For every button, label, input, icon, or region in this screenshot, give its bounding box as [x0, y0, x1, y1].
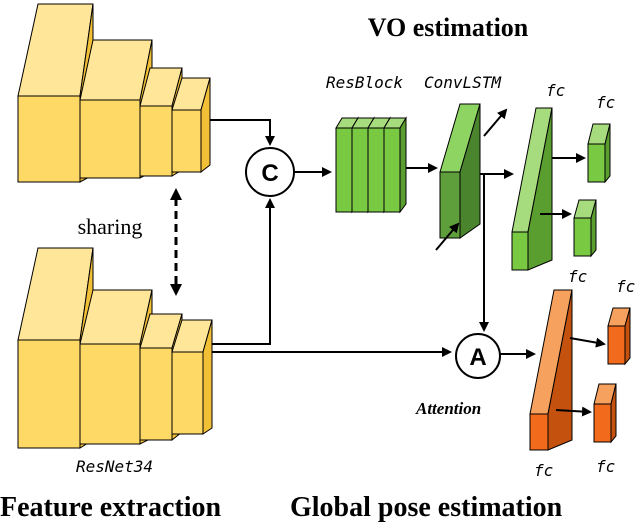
resnet34-label: ResNet34	[76, 457, 153, 476]
sharing-arrow-up-head	[170, 188, 182, 200]
sharing-arrow-down-head	[170, 284, 182, 296]
convlstm-label: ConvLSTM	[424, 73, 502, 92]
fc-output-green-top	[587, 123, 611, 184]
fc-output-green-bottom	[573, 199, 597, 258]
attention-label: Attention	[415, 399, 481, 418]
convlstm-input-state-arrow	[435, 222, 460, 251]
concat-node-label: C	[261, 160, 278, 187]
resblock-label: ResBlock	[326, 73, 403, 92]
fc-output-orange-top	[607, 307, 631, 366]
connector-fc-to-orange-top	[569, 337, 606, 348]
attention-node-label: A	[469, 344, 486, 371]
convlstm-output-state-arrow	[483, 108, 508, 137]
fc-layer-global-pose	[529, 289, 573, 451]
fc-label-global-pose: fc	[534, 461, 553, 480]
sharing-label: sharing	[78, 214, 143, 239]
connector-bottom-to-concat	[212, 198, 275, 345]
global-pose-caption: Global pose estimation	[290, 492, 563, 523]
fc-label-orange-top: fc	[616, 277, 635, 296]
resnet-branch-top	[17, 3, 211, 183]
resnet-branch-bottom	[17, 247, 213, 449]
fc-label-green-top: fc	[596, 93, 615, 112]
convlstm-block	[439, 103, 481, 239]
fc-label-vo: fc	[546, 81, 565, 100]
fc-label-green-bottom: fc	[568, 267, 587, 286]
feature-extraction-caption: Feature extraction	[0, 492, 221, 523]
connector-fc-to-orange-bottom	[555, 406, 592, 417]
fc-output-orange-bottom	[593, 383, 617, 444]
resblock-stack	[335, 116, 407, 214]
vo-estimation-title: VO estimation	[368, 13, 529, 42]
attention-node	[455, 333, 501, 379]
fc-layer-vo	[511, 107, 553, 271]
fc-label-orange-bottom: fc	[596, 457, 615, 476]
connector-top-to-concat	[210, 119, 275, 146]
